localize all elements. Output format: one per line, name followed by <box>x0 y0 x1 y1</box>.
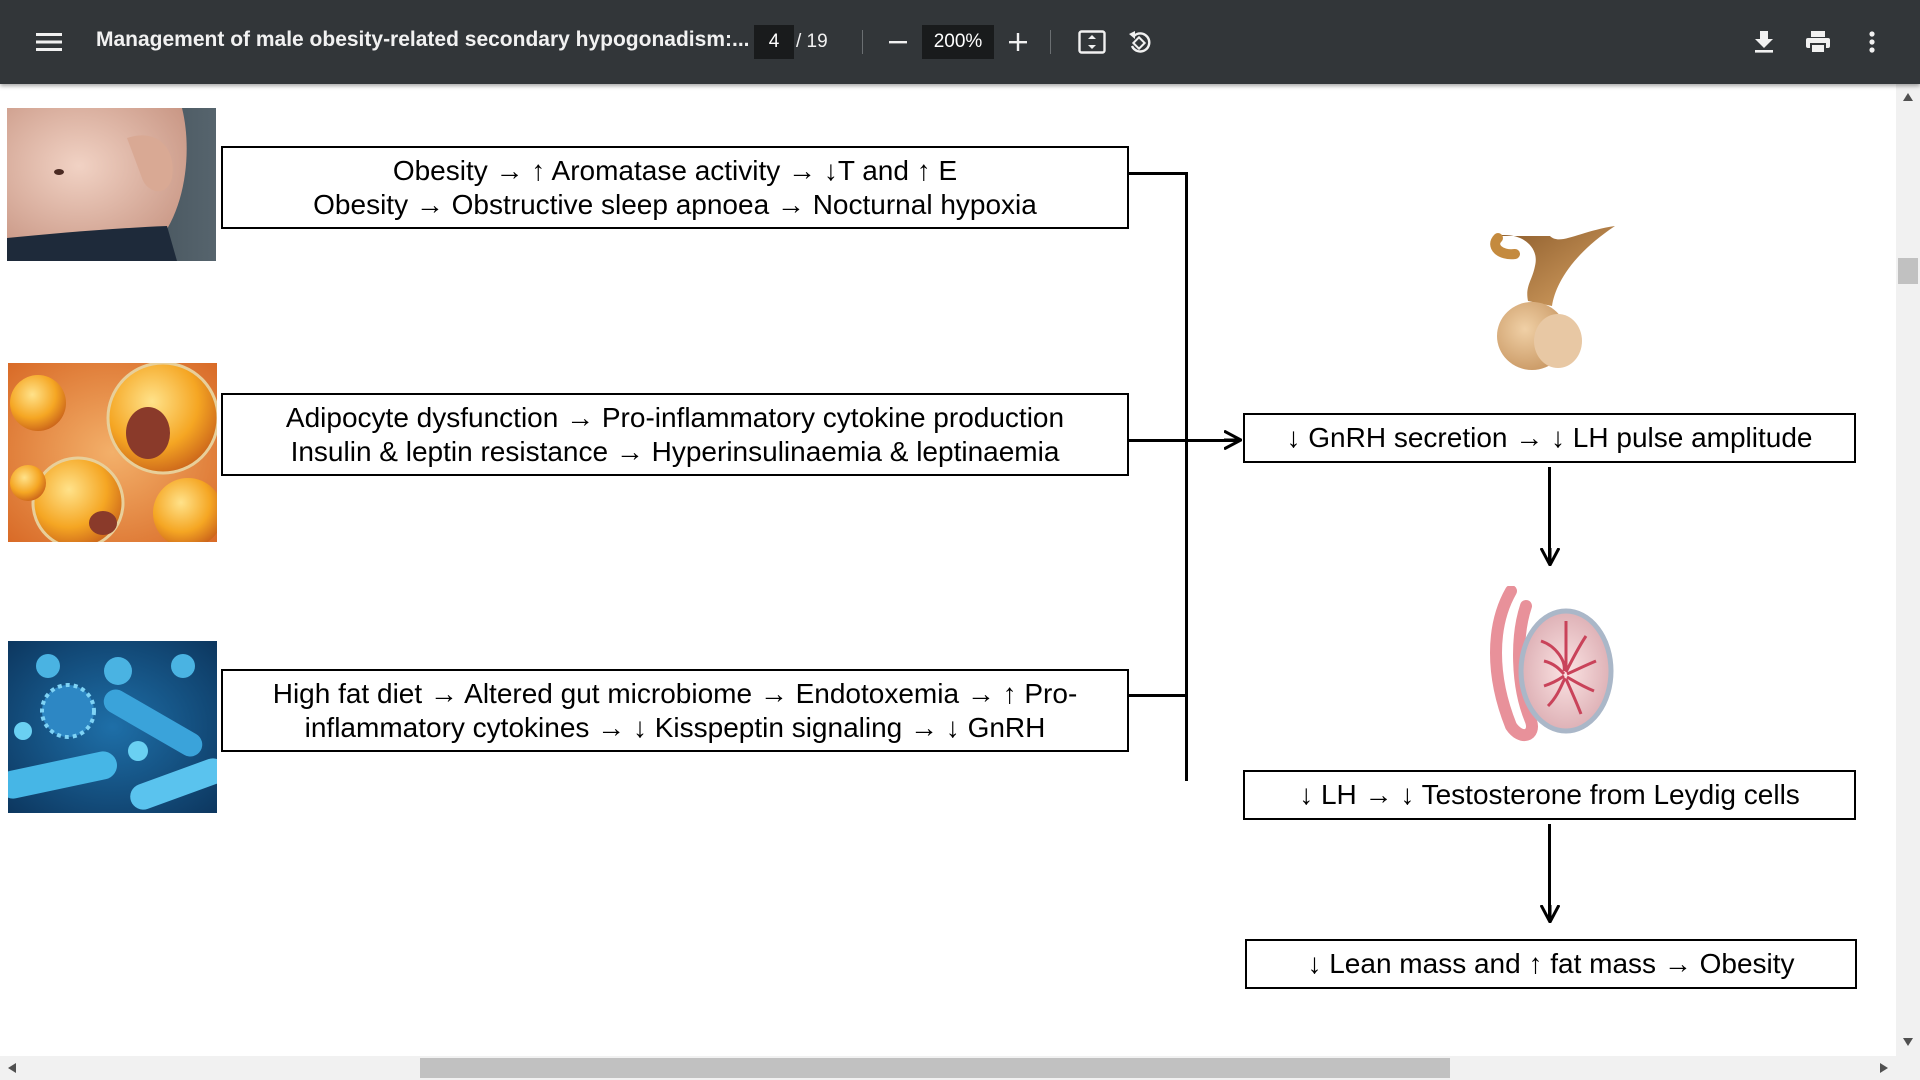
horizontal-scroll-thumb[interactable] <box>420 1058 1450 1078</box>
vertical-scrollbar[interactable] <box>1896 84 1920 1056</box>
rotate-icon <box>1129 31 1151 53</box>
gnrh-secretion-box: ↓ GnRH secretion → ↓ LH pulse amplitude <box>1243 413 1856 463</box>
page-number-input[interactable] <box>754 25 794 59</box>
more-actions-button[interactable] <box>1852 22 1892 62</box>
download-button[interactable] <box>1744 22 1784 62</box>
arrow-head <box>1224 430 1242 450</box>
connector-line <box>1129 172 1187 175</box>
scroll-left-icon[interactable] <box>8 1063 16 1073</box>
box-line: Obesity → Obstructive sleep apnoea → Noc… <box>313 188 1037 220</box>
vertical-scroll-thumb[interactable] <box>1898 258 1918 284</box>
adipocyte-cells-image <box>8 363 217 542</box>
connector-line <box>1129 694 1187 697</box>
box-line: Adipocyte dysfunction → Pro-inflammatory… <box>285 401 1065 433</box>
lean-mass-obesity-box: ↓ Lean mass and ↑ fat mass → Obesity <box>1245 939 1857 989</box>
connector-line <box>1129 439 1237 442</box>
box-line: Obesity → ↑ Aromatase activity → ↓T and … <box>392 154 958 186</box>
menu-button[interactable] <box>29 22 69 62</box>
zoom-level-input[interactable] <box>922 25 994 59</box>
toolbar-divider <box>1050 30 1051 54</box>
gut-microbiome-image <box>8 641 217 813</box>
zoom-in-button[interactable] <box>998 22 1038 62</box>
scroll-up-icon[interactable] <box>1903 93 1913 101</box>
document-title: Management of male obesity-related secon… <box>96 28 750 51</box>
fit-page-icon <box>1078 30 1106 54</box>
print-icon <box>1806 31 1830 54</box>
connector-line <box>1548 467 1551 562</box>
arrow-head <box>1540 905 1560 923</box>
box-line: High fat diet → Altered gut microbiome →… <box>272 677 1078 709</box>
download-icon <box>1755 31 1773 53</box>
pdf-toolbar: Management of male obesity-related secon… <box>0 0 1920 84</box>
box-line: Insulin & leptin resistance → Hyperinsul… <box>290 435 1060 467</box>
fit-to-page-button[interactable] <box>1072 22 1112 62</box>
connector-line <box>1548 824 1551 919</box>
page-total: / 19 <box>796 31 828 52</box>
connector-line <box>1185 172 1188 781</box>
more-vertical-icon <box>1869 31 1875 53</box>
menu-icon <box>36 33 62 51</box>
aromatase-apnoea-box: Obesity → ↑ Aromatase activity → ↓T and … <box>221 146 1129 229</box>
lh-testosterone-box: ↓ LH → ↓ Testosterone from Leydig cells <box>1243 770 1856 820</box>
box-line: ↓ LH → ↓ Testosterone from Leydig cells <box>1299 779 1800 810</box>
scroll-down-icon[interactable] <box>1903 1038 1913 1046</box>
obesity-belly-image <box>7 108 216 261</box>
arrow-head <box>1540 548 1560 566</box>
zoom-out-button[interactable] <box>878 22 918 62</box>
plus-icon <box>1009 33 1027 51</box>
testis-image <box>1486 586 1616 746</box>
toolbar-divider <box>862 30 863 54</box>
print-button[interactable] <box>1798 22 1838 62</box>
rotate-button[interactable] <box>1120 22 1160 62</box>
box-line: inflammatory cytokines → ↓ Kisspeptin si… <box>304 711 1046 743</box>
adipocyte-dysfunction-box: Adipocyte dysfunction → Pro-inflammatory… <box>221 393 1129 476</box>
gut-microbiome-box: High fat diet → Altered gut microbiome →… <box>221 669 1129 752</box>
pituitary-gland-image <box>1480 226 1620 374</box>
pdf-page: Obesity → ↑ Aromatase activity → ↓T and … <box>0 84 1896 1056</box>
box-line: ↓ GnRH secretion → ↓ LH pulse amplitude <box>1286 422 1813 453</box>
minus-icon <box>889 41 907 44</box>
box-line: ↓ Lean mass and ↑ fat mass → Obesity <box>1307 948 1795 979</box>
scroll-right-icon[interactable] <box>1880 1063 1888 1073</box>
